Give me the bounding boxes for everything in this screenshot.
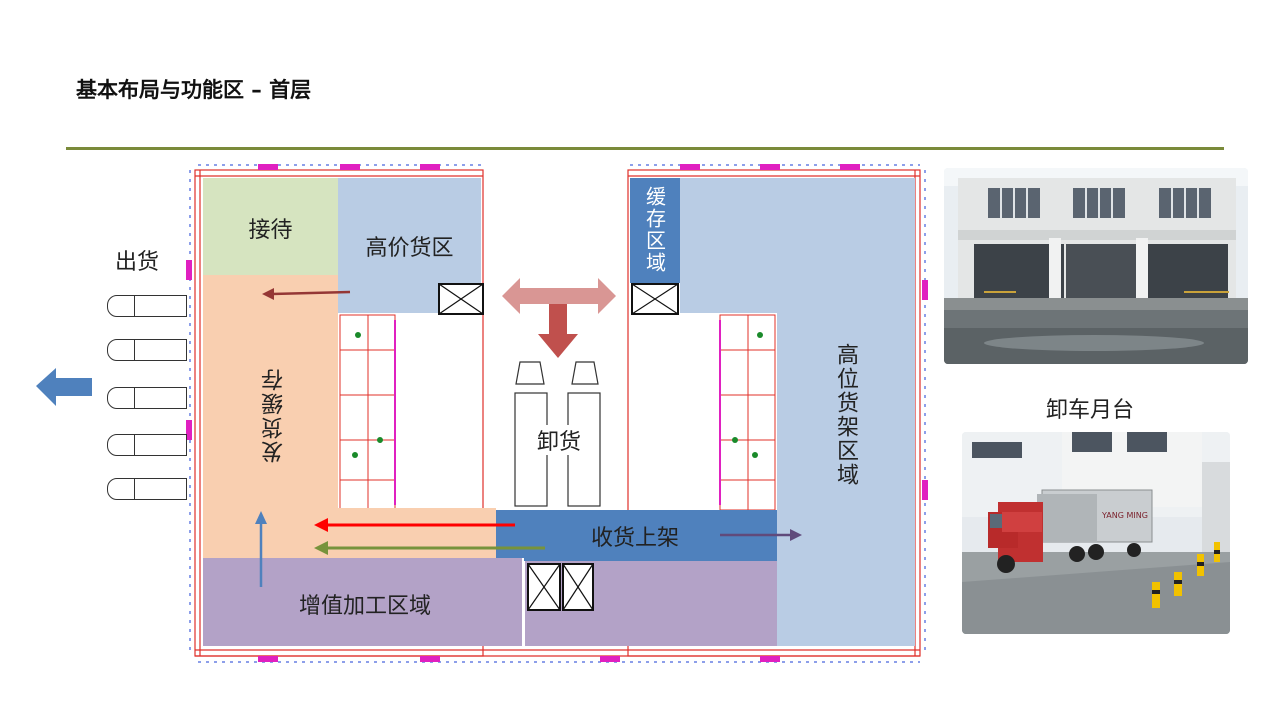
- lift-box-bottom-left: [527, 563, 561, 611]
- outbound-truck-5: [107, 478, 187, 500]
- outbound-truck-3: [107, 387, 187, 409]
- label-high-value: 高价货区: [365, 236, 454, 261]
- label-ship-buffer: 发货缓存: [262, 367, 287, 463]
- lift-box-bottom-right: [562, 563, 594, 611]
- outbound-truck-1: [107, 295, 187, 317]
- label-unload: 卸货: [528, 425, 590, 455]
- down-arrow-dark-red: [538, 304, 578, 358]
- outbound-truck-2: [107, 339, 187, 361]
- label-reception: 接待: [248, 218, 293, 243]
- label-buffer-area: 缓存区域: [642, 186, 667, 274]
- arrow-receive-to-ship-red-head: [314, 518, 328, 532]
- courtyard-right-grid: [719, 314, 776, 511]
- lift-box-buffer: [631, 283, 679, 315]
- container-truck-photo: YANG MING: [962, 432, 1230, 634]
- arrow-receive-to-rack-head: [790, 529, 802, 541]
- label-outbound: 出货: [114, 250, 159, 275]
- outbound-arrow: [36, 368, 92, 406]
- label-high-rack: 高位货架区域: [833, 343, 858, 487]
- zone-ship-buffer: [203, 275, 338, 558]
- courtyard-magenta-lines: [394, 320, 721, 505]
- page-title: 基本布局与功能区 – 首层: [76, 78, 312, 102]
- zone-reception: [203, 178, 338, 275]
- warehouse-building-photo: [944, 168, 1248, 364]
- double-arrow-pink: [502, 278, 616, 314]
- zone-ship-buffer-lower: [338, 508, 496, 558]
- courtyard-left-grid: [339, 314, 396, 511]
- zone-high-rack: [680, 178, 915, 313]
- svg-text:YANG MING: YANG MING: [1101, 511, 1148, 520]
- arrow-va-to-ship-head: [255, 511, 267, 524]
- arrow-highvalue-to-ship: [271, 290, 351, 296]
- title-divider: [66, 147, 1224, 150]
- lift-box-high-value: [438, 283, 484, 315]
- dock-caption: 卸车月台: [1046, 398, 1135, 423]
- zone-buffer-area: [630, 178, 680, 283]
- unload-truck-left: [514, 361, 548, 507]
- arrow-highvalue-to-ship-head: [262, 288, 274, 300]
- label-value-added: 增值加工区域: [298, 594, 431, 619]
- courtyard-dots: [352, 332, 763, 458]
- outbound-truck-4: [107, 434, 187, 456]
- zone-value-added-left: [203, 558, 523, 646]
- zone-high-rack-lower: [777, 313, 915, 646]
- label-receive-shelve: 收货上架: [590, 526, 679, 551]
- arrow-receive-to-ship-green-head: [314, 541, 328, 555]
- cad-magenta: [186, 164, 928, 662]
